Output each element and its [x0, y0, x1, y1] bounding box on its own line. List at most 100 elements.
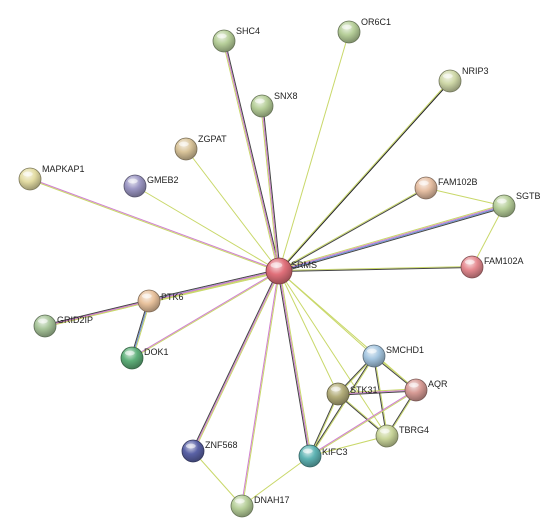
node-grid2ip[interactable]: GRID2IP: [33, 314, 93, 338]
edge-channel-line: [277, 271, 310, 457]
node-label: TBRG4: [399, 425, 429, 435]
node-sphere[interactable]: [174, 137, 198, 161]
edge-ptk6-grid2ip: [44, 299, 150, 328]
node-label: NRIP3: [462, 66, 489, 76]
node-sphere[interactable]: [375, 424, 399, 448]
edge-znf568-dnah17: [192, 450, 243, 507]
edge-channel-line: [337, 389, 417, 395]
edge-channel-line: [29, 179, 279, 272]
edge-channel-line: [278, 265, 472, 271]
node-snx8[interactable]: SNX8: [250, 91, 298, 118]
node-highlight: [341, 24, 352, 30]
edge-channel-line: [241, 455, 311, 507]
node-sphere[interactable]: [123, 174, 147, 198]
node-layer: SRMSSHC4OR6C1SNX8NRIP3ZGPATGMEB2MAPKAP1F…: [18, 17, 541, 518]
edge-channel-line: [278, 270, 311, 457]
node-shc4[interactable]: SHC4: [212, 26, 260, 53]
edge-channel-line: [45, 301, 150, 328]
node-highlight: [185, 443, 196, 449]
edge-channel-line: [279, 207, 505, 274]
edge-channel-line: [44, 300, 150, 327]
node-sphere[interactable]: [212, 29, 236, 53]
edge-smchd1-kifc3: [309, 355, 375, 457]
edge-channel-line: [224, 40, 281, 271]
node-srms[interactable]: SRMS: [265, 257, 317, 285]
node-sphere[interactable]: [230, 494, 254, 518]
node-label: PTK6: [161, 292, 184, 302]
node-label: STK31: [350, 385, 378, 395]
node-nrip3[interactable]: NRIP3: [438, 66, 489, 93]
node-sphere[interactable]: [33, 314, 57, 338]
edge-srms-snx8: [260, 105, 281, 272]
node-sphere[interactable]: [460, 255, 484, 279]
node-or6c1[interactable]: OR6C1: [337, 17, 391, 44]
node-label: ZNF568: [205, 440, 238, 450]
node-sphere[interactable]: [492, 194, 516, 218]
edge-channel-line: [279, 267, 473, 273]
edge-channel-line: [149, 272, 280, 304]
edge-channel-line: [310, 356, 375, 457]
node-highlight: [302, 448, 313, 454]
node-sphere[interactable]: [120, 346, 144, 370]
node-dok1[interactable]: DOK1: [120, 346, 169, 370]
edge-channel-line: [262, 105, 281, 271]
node-sphere[interactable]: [438, 69, 462, 93]
node-fam102a[interactable]: FAM102A: [460, 255, 524, 279]
node-sphere[interactable]: [298, 444, 322, 468]
node-label: SRMS: [291, 260, 317, 270]
edge-channel-line: [132, 271, 280, 359]
node-dnah17[interactable]: DNAH17: [230, 494, 290, 518]
node-sphere[interactable]: [404, 378, 428, 402]
edge-srms-or6c1: [278, 31, 350, 272]
edge-channel-line: [309, 435, 388, 457]
edge-channel-line: [309, 355, 374, 456]
node-zgpat[interactable]: ZGPAT: [174, 134, 227, 161]
edge-aqr-kifc3: [309, 389, 417, 457]
node-kifc3[interactable]: KIFC3: [298, 444, 348, 468]
node-sphere[interactable]: [362, 344, 386, 368]
edge-srms-stk31: [278, 270, 339, 395]
edge-channel-line: [279, 270, 312, 456]
edge-channel-line: [185, 148, 280, 272]
node-smchd1[interactable]: SMCHD1: [362, 344, 424, 368]
edge-channel-line: [278, 204, 504, 271]
node-highlight: [408, 382, 419, 388]
node-sphere[interactable]: [337, 20, 361, 44]
edge-srms-dok1: [131, 270, 280, 359]
node-sphere[interactable]: [250, 94, 274, 118]
node-sphere[interactable]: [326, 382, 350, 406]
node-sphere[interactable]: [137, 289, 161, 313]
node-tbrg4[interactable]: TBRG4: [375, 424, 429, 448]
node-mapkap1[interactable]: MAPKAP1: [18, 164, 85, 191]
node-sgtb[interactable]: SGTB: [492, 191, 541, 218]
node-label: KIFC3: [322, 447, 348, 457]
node-gmeb2[interactable]: GMEB2: [123, 174, 179, 198]
node-label: SMCHD1: [386, 345, 424, 355]
node-highlight: [464, 259, 475, 265]
edge-channel-line: [337, 388, 416, 394]
node-highlight: [330, 386, 341, 392]
edge-channel-line: [242, 271, 281, 507]
edge-channel-line: [278, 203, 504, 270]
node-sphere[interactable]: [414, 176, 438, 200]
node-sphere[interactable]: [181, 439, 205, 463]
edge-channel-line: [222, 41, 279, 272]
node-sphere[interactable]: [18, 167, 42, 191]
edge-smchd1-tbrg4: [372, 355, 389, 437]
edge-channel-line: [261, 105, 280, 272]
edge-channel-line: [374, 355, 389, 436]
edge-channel-line: [279, 206, 505, 273]
node-label: DNAH17: [254, 495, 290, 505]
node-fam102b[interactable]: FAM102B: [414, 176, 478, 200]
node-sphere[interactable]: [265, 257, 293, 285]
node-highlight: [254, 98, 265, 104]
node-aqr[interactable]: AQR: [404, 378, 448, 402]
edge-channel-line: [338, 390, 417, 396]
node-ptk6[interactable]: PTK6: [137, 289, 184, 313]
edge-channel-line: [278, 270, 339, 395]
edge-channel-line: [278, 31, 350, 272]
node-label: ZGPAT: [198, 134, 227, 144]
node-znf568[interactable]: ZNF568: [181, 439, 238, 463]
node-stk31[interactable]: STK31: [326, 382, 378, 406]
